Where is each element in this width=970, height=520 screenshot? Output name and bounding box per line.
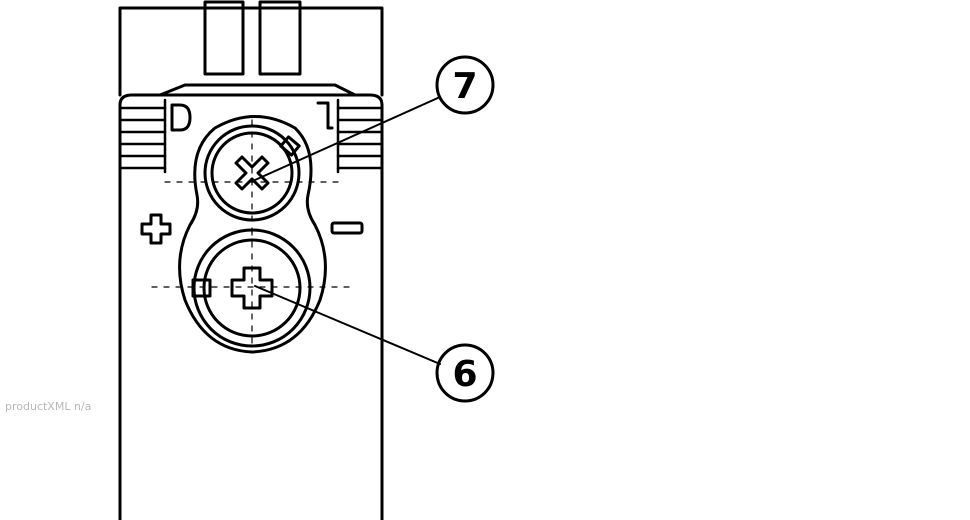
callout-7-label: 7 bbox=[452, 66, 477, 107]
center-lines bbox=[151, 119, 351, 351]
marking-l bbox=[316, 101, 334, 130]
screw-housing-outline bbox=[178, 115, 327, 354]
top-connector bbox=[118, 0, 384, 97]
callout-7-circle bbox=[435, 55, 495, 115]
minus-marking bbox=[330, 221, 364, 235]
housing-body bbox=[118, 93, 384, 520]
marking-d bbox=[170, 103, 192, 132]
left-grip bbox=[120, 98, 167, 174]
callout-6-label: 6 bbox=[452, 354, 477, 395]
callout-6-circle bbox=[435, 343, 495, 403]
watermark-text: productXML n/a bbox=[5, 400, 92, 413]
plus-marking bbox=[140, 213, 172, 245]
leader-lines bbox=[254, 96, 441, 365]
right-grip bbox=[336, 98, 382, 174]
